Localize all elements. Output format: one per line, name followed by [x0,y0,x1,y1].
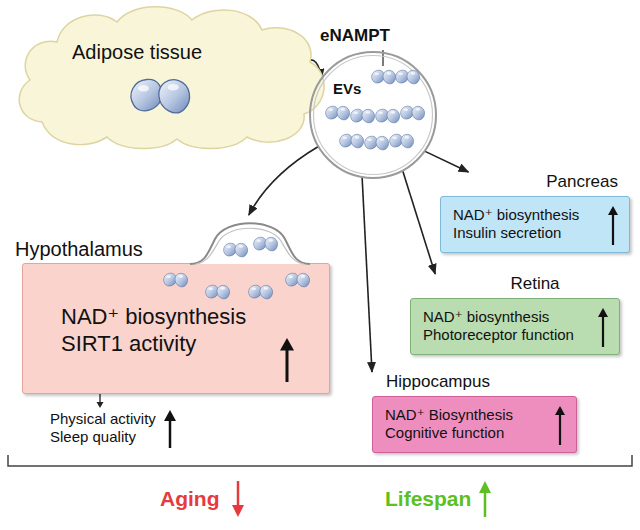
enampt-dimer [206,285,230,299]
effect-panel: NAD⁺ Biosynthesis Cognitive function [372,396,577,453]
effect-panel: NAD⁺ biosynthesis Photoreceptor function [410,298,620,355]
down-arrow-head [232,505,244,517]
retina-box: RetinaNAD⁺ biosynthesis Photoreceptor fu… [410,274,620,355]
enampt-dimer [249,285,273,299]
enampt-dimer [390,134,414,148]
region-heading: Retina [410,274,620,295]
arrow-connector [403,171,436,274]
bracket [8,455,632,466]
up-arrow [612,214,614,246]
enampt-dimer [372,70,396,84]
arrow-connector [306,60,321,79]
effect-text: NAD⁺ biosynthesis Insulin secretion [453,206,596,243]
up-arrow [602,316,604,348]
outcome-label: Physical activity Sleep quality [50,410,175,447]
up-arrow-head [608,206,618,215]
aging-label: Aging [160,486,219,512]
enampt-dimer [326,106,350,120]
enampt-dimer [286,273,310,287]
tissue-label: Adipose tissue [72,40,202,64]
arrow-connector [425,151,469,172]
enampt-dimer [376,109,400,123]
adipose-cloud: Adipose tissue [12,2,332,150]
pancreas-box: PancreasNAD⁺ biosynthesis Insulin secret… [440,172,630,253]
arrow-connector [249,147,319,216]
vesicle-label: EVs [333,80,361,98]
enampt-dimer [351,109,375,123]
down-arrow [237,481,240,507]
enampt-dimer [401,106,425,120]
region-heading: Hypothalamus [15,237,185,261]
up-arrow [484,491,487,517]
node-shape [308,50,438,180]
vesicle-outline [310,52,436,178]
node-shape [12,2,332,150]
enampt-dimer [340,134,364,148]
effect-text: NAD⁺ Biosynthesis Cognitive function [385,406,543,443]
up-arrow [559,414,561,446]
up-arrow-head [555,406,565,415]
effect-text: NAD⁺ biosynthesis Photoreceptor function [423,308,586,345]
up-arrow-head [479,481,491,493]
cell-membrane [190,223,310,264]
enampt-dimer [224,243,248,257]
cell-membrane [196,228,304,264]
up-arrow-head [280,338,294,351]
adipose-cloud-shape [19,7,324,149]
effect-panel: NAD⁺ biosynthesis SIRT1 activity [22,263,330,394]
down-arrow [99,394,100,403]
enampt-dimer [131,79,190,112]
up-arrow-head [598,308,608,317]
enampt-dimer [365,136,389,150]
enampt-dimer [164,273,188,287]
up-arrow [169,420,172,448]
enampt-dimer [396,70,420,84]
effect-text: NAD⁺ biosynthesis SIRT1 activity [61,304,289,358]
up-arrow [286,349,289,383]
arrow-connector [362,177,372,372]
lifespan-label: Lifespan [385,486,471,512]
ev-circle: EVs [308,50,438,180]
callout-label: eNAMPT [320,26,390,47]
effect-panel: NAD⁺ biosynthesis Insulin secretion [440,196,630,253]
up-arrow-head [164,410,176,421]
enampt-dimer [254,237,278,251]
region-heading: Hippocampus [372,372,577,393]
down-arrow-head [97,402,104,408]
vesicle-outline [314,56,433,175]
region-heading: Pancreas [440,172,630,193]
leader-line [382,50,383,66]
hypothalamus-box: HypothalamusNAD⁺ biosynthesis SIRT1 acti… [12,215,332,394]
hippocampus-box: HippocampusNAD⁺ Biosynthesis Cognitive f… [372,372,577,453]
